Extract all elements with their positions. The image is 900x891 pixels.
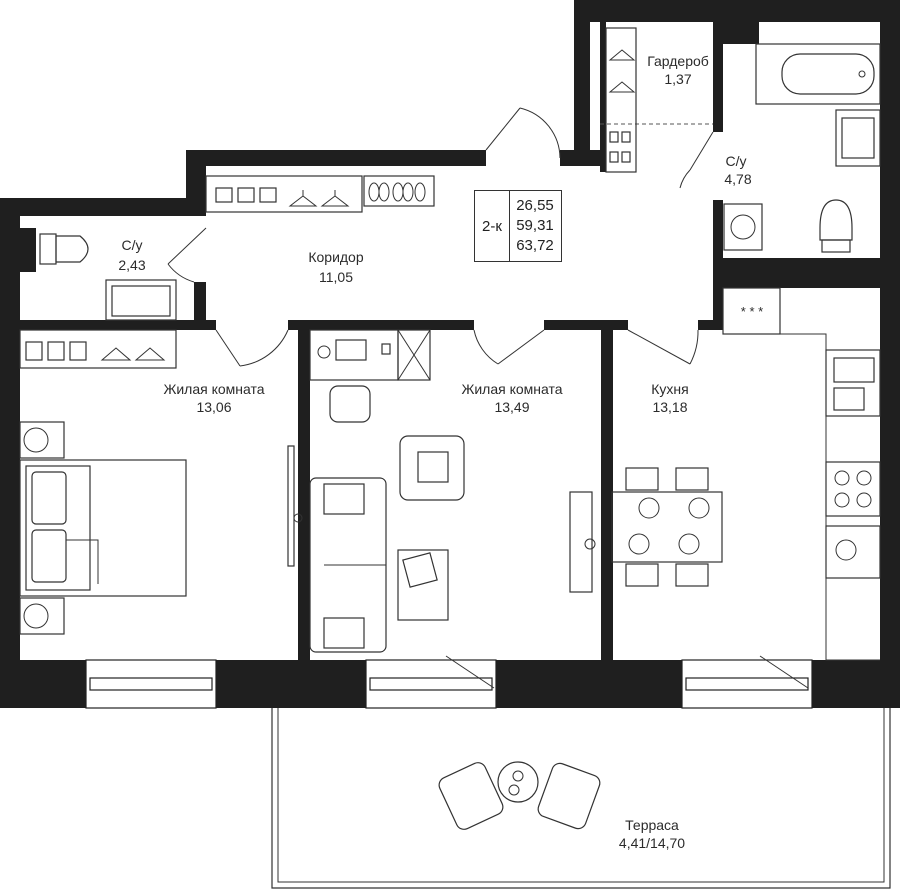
bathroom-small-name: С/у — [122, 237, 143, 253]
living-middle-name: Жилая комната — [461, 381, 562, 397]
living-left-name: Жилая комната — [163, 381, 264, 397]
apartment-area-with-terrace: 63,72 — [516, 237, 554, 254]
apartment-type: 2-к — [475, 191, 510, 261]
terrace — [271, 708, 891, 889]
bathroom-large-area: 4,78 — [724, 171, 751, 187]
room-labels: Гардероб 1,37 С/у 4,78 С/у 2,43 Коридор … — [118, 53, 751, 851]
svg-text:* * *: * * * — [741, 304, 763, 319]
wardrobe-area: 1,37 — [664, 71, 691, 87]
wardrobe-name: Гардероб — [647, 53, 709, 69]
living-middle-area: 13,49 — [494, 399, 529, 415]
windows — [85, 655, 813, 709]
kitchen-name: Кухня — [651, 381, 688, 397]
doors — [167, 107, 714, 367]
furniture: * * * — [19, 27, 881, 661]
walls — [0, 0, 900, 708]
living-left-area: 13,06 — [196, 399, 231, 415]
apartment-summary: 2-к 26,55 59,31 63,72 — [474, 190, 562, 262]
bathroom-small-area: 2,43 — [118, 257, 145, 273]
apartment-area-total: 59,31 — [516, 217, 554, 234]
corridor-area: 11,05 — [319, 269, 353, 285]
living-area-total: 26,55 — [516, 197, 554, 214]
corridor-name: Коридор — [308, 249, 364, 265]
terrace-name: Терраса — [625, 817, 679, 833]
terrace-area: 4,41/14,70 — [619, 835, 685, 851]
apartment-areas: 26,55 59,31 63,72 — [509, 191, 561, 261]
kitchen-area: 13,18 — [652, 399, 687, 415]
bathroom-large-name: С/у — [726, 153, 747, 169]
